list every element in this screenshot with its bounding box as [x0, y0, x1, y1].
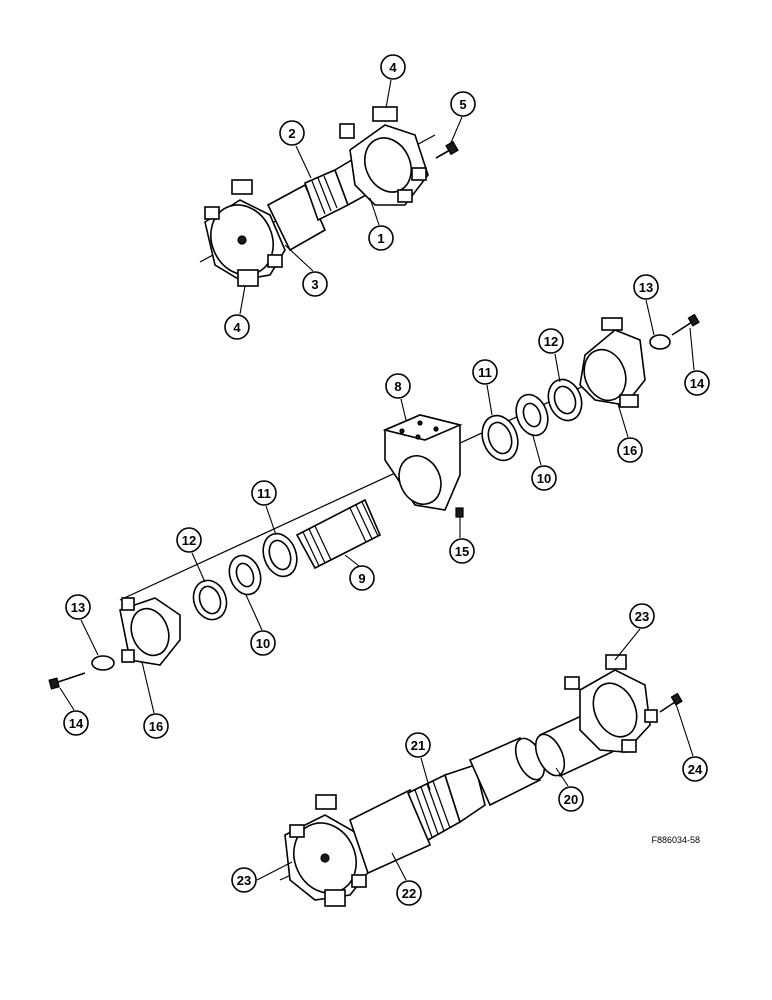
- bolt-24: [659, 701, 676, 713]
- callout-22: 22: [396, 880, 422, 906]
- bolt-14-right: [671, 321, 693, 336]
- svg-text:4: 4: [233, 320, 241, 335]
- callout-4-bottom: 4: [224, 314, 250, 340]
- callout-12-left: 12: [176, 527, 202, 553]
- washer-13-left: [91, 655, 115, 671]
- svg-text:9: 9: [358, 571, 365, 586]
- middle-bearing-assembly: [48, 313, 700, 690]
- grease-fitting-15: [455, 507, 464, 518]
- top-shaft-assembly: [199, 106, 459, 287]
- callout-11-right: 11: [472, 359, 498, 385]
- callout-12-right: 12: [538, 328, 564, 354]
- callout-11-left: 11: [251, 480, 277, 506]
- bolt-5: [435, 140, 459, 159]
- callout-23-left: 23: [231, 867, 257, 893]
- callout-20: 20: [558, 786, 584, 812]
- svg-text:16: 16: [623, 443, 637, 458]
- callout-16-right: 16: [617, 437, 643, 463]
- leader-lines: [59, 79, 695, 881]
- callout-5: 5: [450, 91, 476, 117]
- svg-text:2: 2: [288, 126, 295, 141]
- svg-text:21: 21: [411, 738, 425, 753]
- svg-text:8: 8: [394, 379, 401, 394]
- flange-yoke-left: [204, 179, 286, 287]
- svg-text:3: 3: [311, 277, 318, 292]
- callout-10-right: 10: [531, 465, 557, 491]
- yoke-right: [339, 106, 429, 206]
- callout-16-left: 16: [143, 713, 169, 739]
- washer-13-right: [649, 334, 671, 350]
- callout-8: 8: [385, 373, 411, 399]
- svg-text:10: 10: [537, 471, 551, 486]
- svg-text:13: 13: [639, 280, 653, 295]
- yoke-16-left: [119, 597, 181, 666]
- yoke-16-right: [579, 317, 646, 408]
- svg-text:5: 5: [459, 97, 466, 112]
- callout-14-left: 14: [63, 710, 89, 736]
- callout-21: 21: [405, 732, 431, 758]
- figure-reference: F886034-58: [651, 835, 700, 845]
- callout-9: 9: [349, 565, 375, 591]
- splined-shaft-9: [295, 498, 382, 570]
- svg-text:11: 11: [257, 486, 271, 501]
- svg-text:24: 24: [688, 762, 703, 777]
- callout-24: 24: [682, 756, 708, 782]
- svg-text:12: 12: [544, 334, 558, 349]
- svg-text:10: 10: [256, 636, 270, 651]
- svg-text:16: 16: [149, 719, 163, 734]
- bearing-housing-8: [382, 414, 463, 511]
- callout-10-left: 10: [250, 630, 276, 656]
- callout-13-left: 13: [65, 594, 91, 620]
- callout-4-top: 4: [380, 54, 406, 80]
- svg-text:11: 11: [478, 365, 492, 380]
- svg-text:23: 23: [635, 609, 649, 624]
- svg-text:14: 14: [690, 376, 705, 391]
- callout-14-right: 14: [684, 370, 710, 396]
- bolt-14-left: [54, 672, 86, 684]
- svg-text:14: 14: [69, 716, 84, 731]
- callout-3: 3: [302, 271, 328, 297]
- svg-text:23: 23: [237, 873, 251, 888]
- svg-text:12: 12: [182, 533, 196, 548]
- svg-text:22: 22: [402, 886, 416, 901]
- svg-text:15: 15: [455, 544, 469, 559]
- yoke-23-right: [564, 654, 658, 753]
- svg-text:4: 4: [389, 60, 397, 75]
- callout-15: 15: [449, 538, 475, 564]
- flange-yoke-23-left: [284, 794, 371, 907]
- svg-text:20: 20: [564, 792, 578, 807]
- bottom-shaft-assembly: [279, 654, 683, 907]
- callout-2: 2: [279, 120, 305, 146]
- callout-23-right: 23: [629, 603, 655, 629]
- callout-13-right: 13: [633, 274, 659, 300]
- svg-text:1: 1: [377, 231, 384, 246]
- callout-1: 1: [368, 225, 394, 251]
- svg-text:13: 13: [71, 600, 85, 615]
